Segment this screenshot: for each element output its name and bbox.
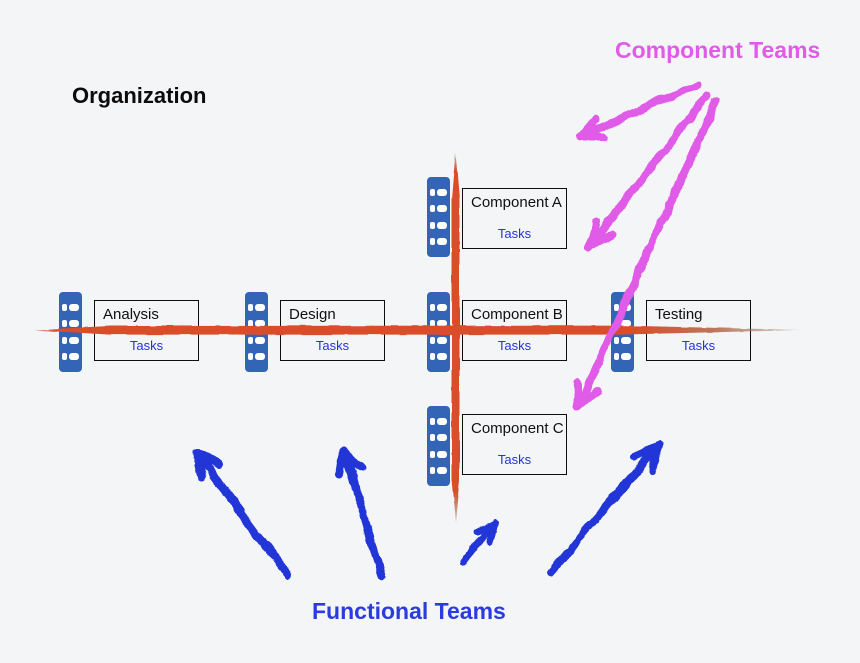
design-tasks: Tasks: [315, 338, 350, 353]
component-c-box: Component C Tasks: [462, 414, 567, 475]
component-b-tasks: Tasks: [497, 338, 532, 353]
task-board-icon: [427, 292, 450, 372]
functional-teams-arrow-4: [547, 441, 663, 576]
component-a-tasks: Tasks: [497, 226, 532, 241]
functional-teams-title: Functional Teams: [312, 598, 506, 624]
component-a-label: Component A: [471, 194, 562, 211]
component-c-tasks: Tasks: [497, 452, 532, 467]
analysis-box: Analysis Tasks: [94, 300, 199, 361]
task-board-icon: [427, 177, 450, 257]
testing-tasks: Tasks: [681, 338, 716, 353]
component-teams-arrow-1: [576, 81, 701, 141]
testing-box: Testing Tasks: [646, 300, 751, 361]
component-a-box: Component A Tasks: [462, 188, 567, 249]
design-label: Design: [289, 306, 336, 323]
task-board-icon: [59, 292, 82, 372]
component-teams-arrow-2: [586, 91, 712, 250]
component-b-label: Component B: [471, 306, 563, 323]
functional-teams-arrow-1: [192, 448, 291, 579]
functional-teams-arrow-2: [336, 445, 385, 579]
task-board-icon: [611, 292, 634, 372]
design-box: Design Tasks: [280, 300, 385, 361]
component-c-label: Component C: [471, 420, 564, 437]
task-board-icon: [427, 406, 450, 486]
component-teams-arrow-3: [574, 97, 720, 412]
analysis-tasks: Tasks: [129, 338, 164, 353]
component-teams-title: Component Teams: [615, 37, 821, 63]
functional-teams-arrow-3: [458, 519, 499, 567]
organization-title: Organization: [72, 83, 207, 108]
hand-drawn-arrows: [192, 81, 720, 579]
component-b-box: Component B Tasks: [462, 300, 567, 361]
testing-label: Testing: [655, 306, 703, 323]
analysis-label: Analysis: [103, 306, 159, 323]
vertical-red-line: [451, 152, 460, 522]
task-board-icon: [245, 292, 268, 372]
